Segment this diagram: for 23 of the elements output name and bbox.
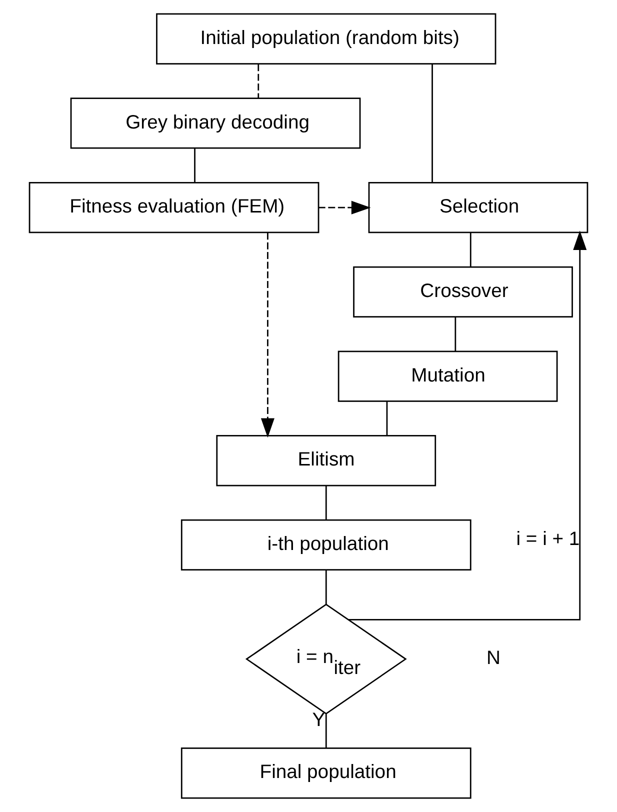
connector [325,714,327,748]
connector [194,148,196,182]
connector [325,486,327,520]
arrow [318,200,371,214]
node-box: Mutation [338,350,558,402]
label: N [486,647,501,670]
connector [386,402,388,436]
node-box: Grey binary decoding [70,98,361,149]
node-box: Final population [180,748,472,799]
arrow [348,230,587,620]
node-box: Crossover [353,266,573,318]
edge-label: i = i + 1 [516,528,580,550]
connector [325,570,327,604]
node-box: Selection [368,182,588,234]
connector [470,232,472,267]
node-box: i-th population [180,519,472,571]
node-box: Initial population (random bits) [156,13,496,64]
connector [454,317,456,351]
node-box: Fitness evaluation (FEM) [28,182,320,234]
connector [432,64,433,183]
node-box: Elitism [216,435,436,486]
arrow [260,232,274,438]
connector [258,64,260,98]
